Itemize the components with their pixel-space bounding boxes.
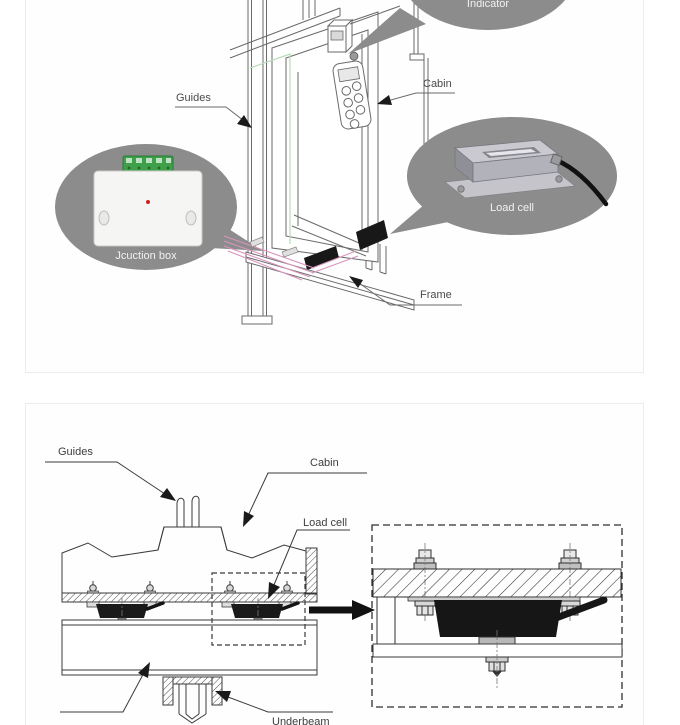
label-cabin-top: Cabin [377,78,455,105]
svg-text:Cabin: Cabin [310,457,339,469]
guide-rail-left [241,0,273,325]
detail-arrow [309,600,375,620]
indicator-callout: Indicator [348,0,566,54]
detail-beam-hatched [372,568,622,598]
label-load-cell-bottom: Load cell [268,517,350,599]
section-underbeam [61,619,318,676]
section-floor-plate [61,592,318,603]
pink-cables [223,235,359,281]
detail-bottom-bolt [485,630,509,690]
svg-text:Guides: Guides [58,446,93,458]
label-guides-top: Guides [175,92,252,128]
section-guide-shoe [162,676,223,724]
load-cell-callout: Load cell [390,117,617,235]
indicator-label: Indicator [467,0,510,10]
svg-text:Load cell: Load cell [303,517,347,529]
load-cell-photo [443,139,609,207]
car-operating-panel [332,51,372,130]
svg-text:Cabin: Cabin [423,78,452,90]
cable-connector-1 [281,246,299,258]
label-cabin-bottom: Cabin [243,457,367,527]
detail-nut-left [414,600,436,616]
svg-text:Guides: Guides [176,92,211,104]
label-underbeam: Underbeam [60,662,333,725]
label-guides-bottom: Guides [45,446,176,501]
load-cell-callout-label: Load cell [490,202,534,214]
detail-marker-box [211,572,306,646]
load-cell-under-cabin-right [356,220,388,250]
detail-view [371,524,623,708]
crosshead-beam [229,0,341,59]
indicator-ellipse [410,0,566,30]
svg-text:Underbeam: Underbeam [272,716,329,725]
isometric-elevator-view: Jcuction box Indicator [55,0,617,325]
junction-box-label: Jcuction box [115,250,177,262]
load-cell-under-cabin-left [304,246,339,270]
label-frame-top: Frame [349,276,462,306]
detail-bottom-plate [372,643,623,658]
detail-cable [552,596,608,622]
section-guide-rail [157,495,228,551]
section-cabin-body [61,526,307,593]
detail-load-cell [434,600,562,637]
plate-bolts [87,581,293,594]
svg-text:Frame: Frame [420,289,452,301]
indicator-device [326,5,401,54]
cable-connector-2 [249,236,265,248]
junction-box-callout: Jcuction box [55,144,263,270]
section-cabin-wall-hatched [305,547,318,595]
junction-box-photo [93,155,203,247]
cross-section-view: Guides Cabin Load cell Underbeam [45,446,623,725]
green-cable [249,53,291,244]
